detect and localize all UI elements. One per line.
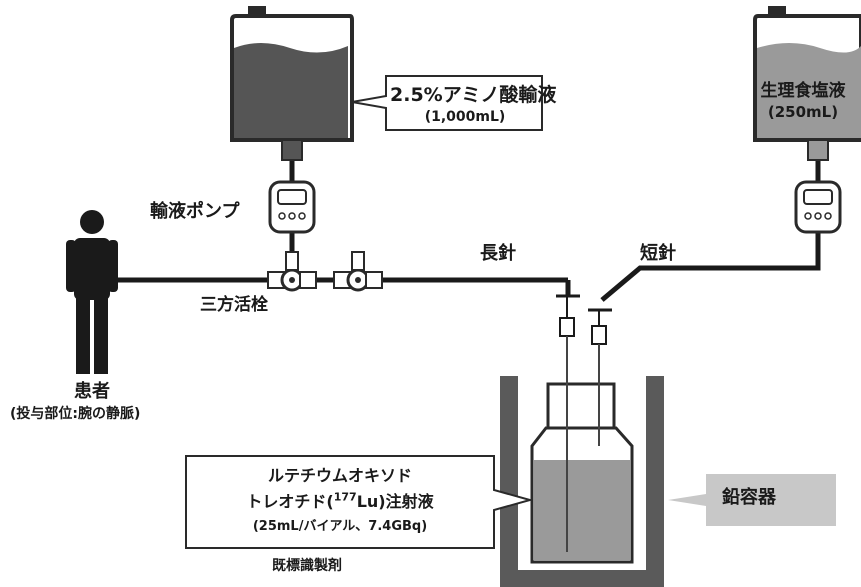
- amino-acid-bag-icon: [230, 6, 354, 161]
- drug-line3: (25mL/バイアル、7.4GBq): [252, 519, 428, 534]
- amino-bag-label: 2.5%アミノ酸輸液 (1,000mL): [390, 80, 557, 125]
- amino-bag-name: 2.5%アミノ酸輸液: [390, 84, 557, 106]
- drug-line2-post: Lu)注射液: [356, 492, 434, 511]
- short-needle-label: 短針: [640, 243, 676, 264]
- person-icon: [66, 210, 118, 374]
- long-needle: [556, 294, 580, 552]
- lead-container-callout: [668, 474, 836, 526]
- stopcock-icon-2: [333, 251, 383, 292]
- long-needle-label: 長針: [480, 243, 516, 264]
- patient-subtitle: (投与部位:腕の静脈): [10, 406, 141, 422]
- drug-line2-sup: 177: [333, 490, 357, 504]
- short-needle: [588, 308, 612, 446]
- lead-container-label: 鉛容器: [722, 487, 776, 508]
- infusion-pump-icon-right: [794, 180, 842, 234]
- saline-bag-icon: [753, 6, 861, 161]
- drug-line2: トレオチド(177Lu)注射液: [190, 488, 490, 512]
- saline-bag-label: 生理食塩液 (250mL): [745, 76, 861, 121]
- stopcock-label: 三方活栓: [200, 295, 268, 315]
- drug-line1: ルテチウムオキソド: [267, 466, 412, 485]
- amino-acid-callout: [351, 75, 543, 131]
- pump-label: 輸液ポンプ: [150, 201, 240, 222]
- drug-label: ルテチウムオキソド トレオチド(177Lu)注射液 (25mL/バイアル、7.4…: [190, 462, 490, 534]
- drug-callout: [185, 455, 534, 549]
- saline-bag-volume: (250mL): [767, 103, 839, 121]
- amino-bag-volume: (1,000mL): [424, 109, 506, 125]
- stopcock-icon: [267, 251, 317, 292]
- drug-line2-pre: トレオチド(: [246, 492, 334, 511]
- saline-bag-name: 生理食塩液: [760, 81, 846, 101]
- product-label: 既標識製剤: [272, 558, 342, 574]
- lead-container-icon: [500, 376, 664, 587]
- vial-icon: [530, 382, 634, 564]
- infusion-pump-icon: [268, 180, 316, 234]
- patient-title: 患者: [74, 381, 110, 402]
